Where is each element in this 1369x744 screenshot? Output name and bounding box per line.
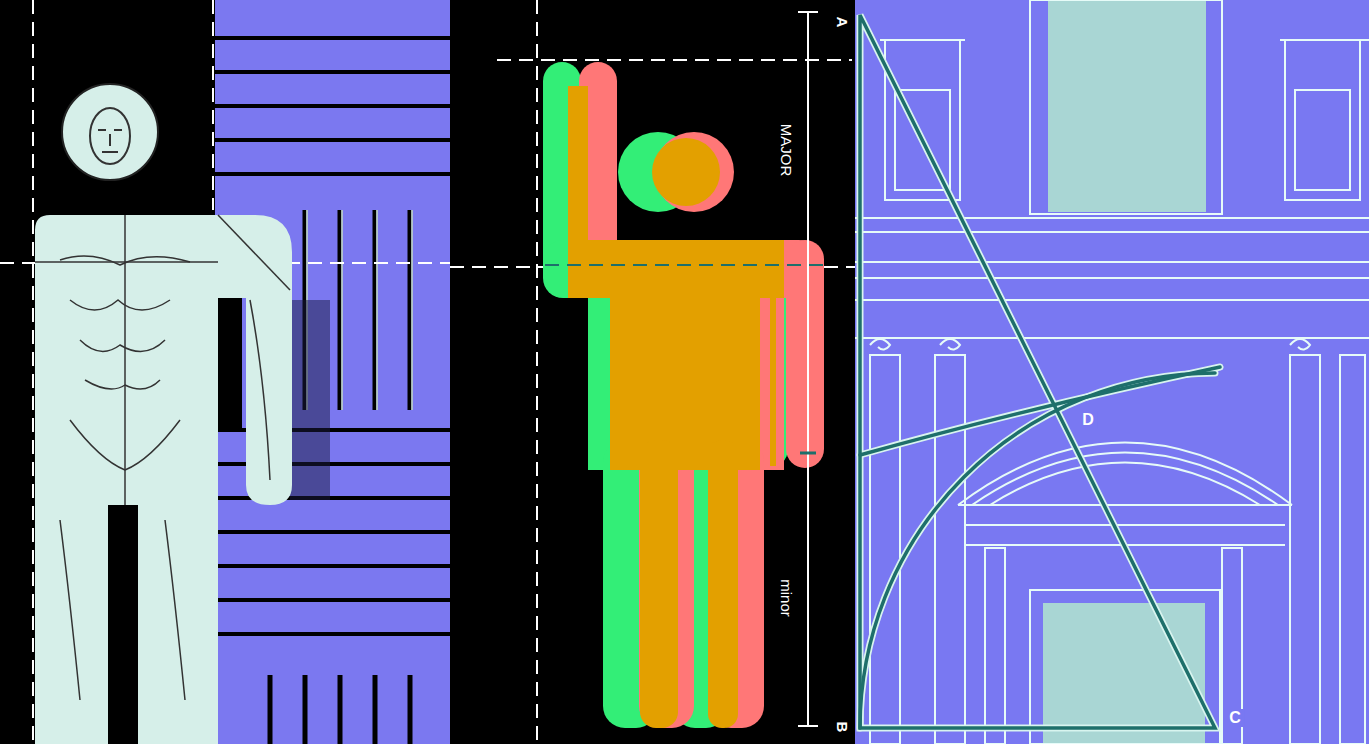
point-label: A bbox=[834, 14, 851, 31]
segment-label: minor bbox=[778, 576, 795, 620]
point-label: D bbox=[1079, 411, 1097, 429]
measure-line bbox=[798, 12, 818, 726]
vitruvian-figure bbox=[35, 84, 292, 744]
segment-label: MAJOR bbox=[778, 121, 795, 180]
architecture-panel bbox=[855, 0, 1369, 744]
golden-construction bbox=[860, 15, 1220, 728]
point-label: C bbox=[1226, 709, 1244, 727]
point-label: B bbox=[834, 719, 851, 736]
pictogram-figure bbox=[543, 62, 830, 728]
guide-lines bbox=[0, 0, 855, 744]
